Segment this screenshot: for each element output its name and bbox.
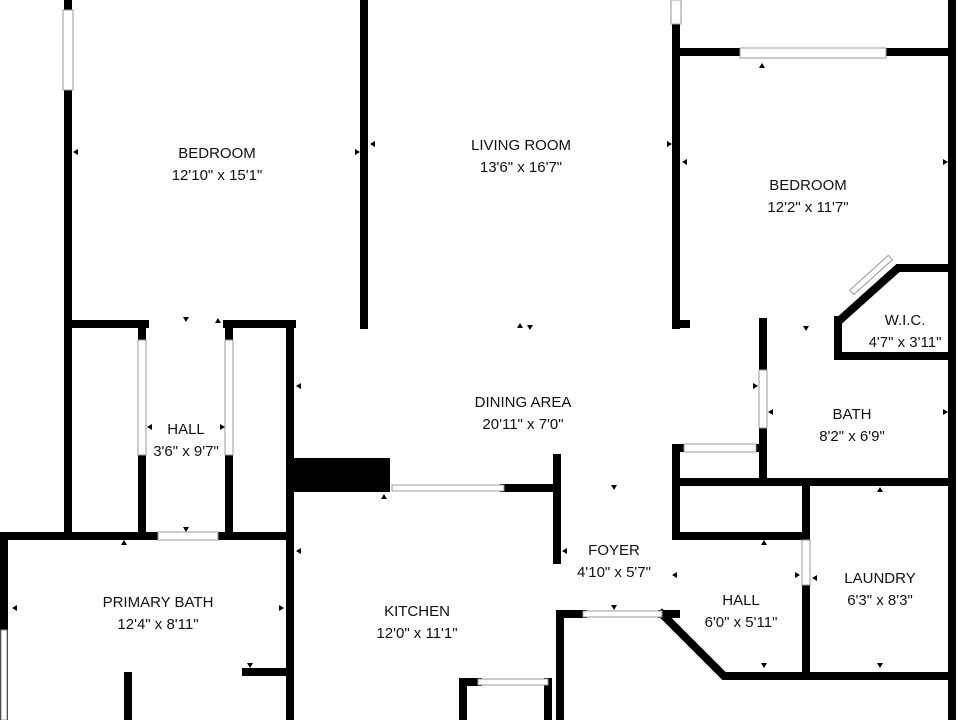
room-name: LIVING ROOM (470, 137, 572, 154)
opening-hall-left-west (137, 339, 147, 456)
opening-bath-corridor (683, 443, 757, 453)
dim-marker (147, 424, 152, 430)
room-size: 6'0" x 5'11" (704, 614, 778, 631)
room-name: BEDROOM (178, 145, 256, 162)
room-name: W.I.C. (884, 312, 926, 329)
room-name: LAUNDRY (844, 570, 916, 587)
opening-foyer-bottom (582, 610, 663, 618)
dim-marker (803, 326, 809, 331)
dim-marker (877, 487, 883, 492)
dim-marker (355, 149, 360, 155)
room-label-bedroom-right: BEDROOM 12'2" x 11'7" (767, 175, 848, 219)
dim-marker (562, 548, 567, 554)
dim-marker (768, 409, 773, 415)
dim-marker (672, 572, 677, 578)
opening-hall-left-east (224, 339, 234, 456)
room-size: 4'7" x 3'11" (868, 334, 942, 351)
dim-marker (943, 409, 948, 415)
dim-marker (682, 159, 687, 165)
room-size: 3'6" x 9'7" (153, 443, 219, 460)
room-name: BEDROOM (769, 177, 847, 194)
room-label-hall-right: HALL 6'0" x 5'11" (705, 590, 778, 634)
dim-marker (73, 149, 78, 155)
room-size: 12'4" x 8'11" (117, 616, 199, 633)
room-label-bedroom-left: BEDROOM 12'10" x 15'1" (172, 143, 263, 187)
window-top-living (670, 0, 682, 25)
dim-marker (121, 540, 127, 545)
room-label-wic: W.I.C. 4'7" x 3'11" (869, 310, 942, 354)
room-size: 8'2" x 6'9" (819, 428, 885, 445)
opening-bath-west (758, 369, 768, 429)
dim-marker (183, 527, 189, 532)
dim-marker (877, 663, 883, 668)
dim-marker (517, 323, 523, 328)
dim-marker (611, 485, 617, 490)
room-label-dining-area: DINING AREA 20'11" x 7'0" (475, 392, 572, 436)
room-label-laundry: LAUNDRY 6'3" x 8'3" (844, 568, 915, 612)
dim-marker (279, 605, 284, 611)
dim-marker (527, 325, 533, 330)
room-size: 6'3" x 8'3" (847, 592, 913, 609)
dim-marker (370, 141, 375, 147)
dim-marker (247, 663, 253, 668)
dim-marker (220, 424, 225, 430)
dim-marker (183, 317, 189, 322)
opening-primary-bath-door (157, 531, 219, 541)
room-name: DINING AREA (474, 394, 572, 411)
room-size: 20'11" x 7'0" (482, 416, 564, 433)
wall-kitchen-bottom (459, 678, 552, 720)
dim-marker (667, 141, 672, 147)
dim-marker (381, 494, 387, 499)
opening-wic (848, 254, 894, 296)
dim-marker (753, 383, 758, 389)
windows (0, 0, 894, 720)
window-top-bedroom-right (739, 47, 887, 59)
room-size: 12'2" x 11'7" (767, 199, 849, 216)
opening-kitchen-bottom (477, 678, 549, 686)
room-size: 13'6" x 16'7" (479, 159, 563, 176)
room-label-kitchen: KITCHEN 12'0" x 11'1" (376, 601, 457, 645)
dimension-markers (12, 63, 948, 668)
room-label-living-room: LIVING ROOM 13'6" x 16'7" (471, 135, 571, 179)
dim-marker (296, 548, 301, 554)
dim-marker (215, 318, 221, 323)
room-name: BATH (832, 406, 872, 423)
wall-hall-right-diagonal (656, 608, 956, 680)
dim-marker (759, 63, 765, 68)
opening-kitchen-counter (391, 484, 505, 492)
room-label-bath: BATH 8'2" x 6'9" (819, 404, 885, 448)
room-label-hall-left: HALL 3'6" x 9'7" (153, 419, 219, 463)
dim-marker (761, 663, 767, 668)
room-size: 4'10" x 5'7" (577, 564, 651, 581)
dim-marker (943, 159, 948, 165)
room-name: HALL (167, 421, 205, 438)
wall-wic (834, 264, 956, 360)
dim-marker (296, 383, 301, 389)
room-name: PRIMARY BATH (102, 594, 214, 611)
opening-primary-bath-west (0, 629, 8, 720)
dim-marker (795, 572, 800, 578)
opening-laundry-west (801, 539, 811, 586)
wall-bedroom-right-top (672, 0, 956, 56)
dim-marker (812, 575, 817, 581)
room-label-primary-bath: PRIMARY BATH 12'4" x 8'11" (103, 592, 214, 636)
dim-marker (12, 605, 17, 611)
column-block (290, 458, 390, 492)
window-left-bedroom (62, 9, 74, 91)
dim-marker (611, 605, 617, 610)
room-name: KITCHEN (384, 603, 450, 620)
room-size: 12'0" x 11'1" (376, 625, 458, 642)
dim-marker (761, 540, 767, 545)
room-name: FOYER (588, 542, 640, 559)
room-name: HALL (722, 592, 760, 609)
room-label-foyer: FOYER 4'10" x 5'7" (577, 540, 651, 584)
room-size: 12'10" x 15'1" (171, 167, 263, 184)
